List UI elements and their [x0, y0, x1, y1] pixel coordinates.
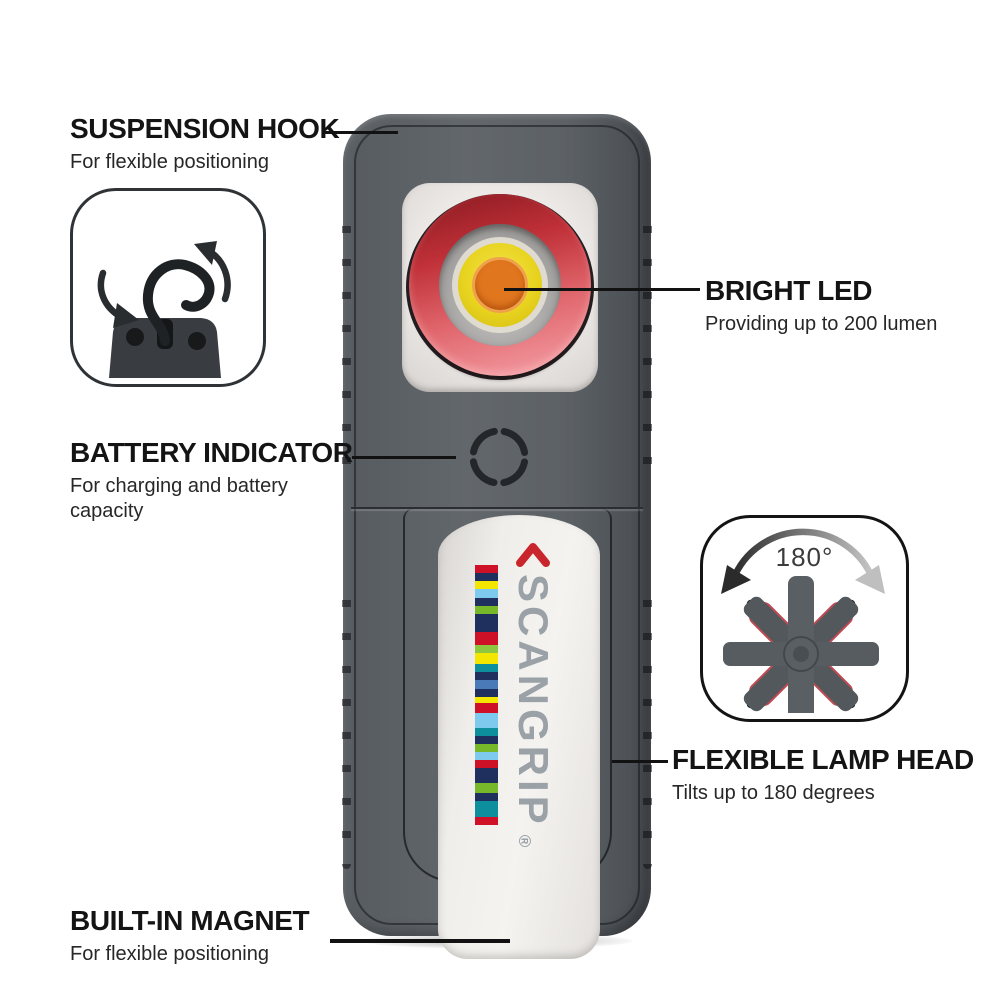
grip-ridges-right-head — [643, 200, 652, 475]
callout-title: BUILT-IN MAGNET — [70, 905, 310, 936]
callout-built-in-magnet: BUILT-IN MAGNET For flexible positioning — [70, 905, 310, 967]
grip-ridges-right-handle — [643, 574, 652, 869]
logo-stripe — [475, 735, 498, 744]
logo-stripe — [475, 680, 498, 689]
callout-title: FLEXIBLE LAMP HEAD — [672, 744, 974, 775]
brand-panel: SCANGRIP ® — [438, 515, 600, 959]
logo-stripe — [475, 751, 498, 760]
logo-stripe — [475, 605, 498, 614]
logo-stripe — [475, 597, 498, 606]
logo-stripe — [475, 782, 498, 793]
registered-mark: ® — [515, 834, 534, 848]
callout-subtitle: Tilts up to 180 degrees — [672, 782, 875, 805]
logo-stripe — [475, 565, 498, 574]
grip-ridges-left-head — [342, 200, 351, 475]
rotation-illustration-box: 180° — [700, 515, 909, 722]
rotation-icon — [721, 528, 885, 719]
brand-name: SCANGRIP — [510, 574, 557, 828]
work-lamp: SCANGRIP ® — [342, 114, 652, 959]
logo-stripe — [475, 727, 498, 736]
logo-stripe — [475, 792, 498, 801]
callout-subtitle: For flexible positioning — [70, 943, 269, 966]
logo-stripe — [475, 760, 498, 769]
logo-stripe — [475, 672, 498, 681]
logo-stripe — [475, 768, 498, 783]
led-core — [472, 257, 528, 313]
callout-battery-indicator: BATTERY INDICATOR For charging and batte… — [70, 438, 353, 524]
logo-stripe — [475, 644, 498, 653]
grip-ridges-left-handle — [342, 574, 351, 869]
battery-indicator-icon — [469, 427, 529, 487]
callout-line-suspension-hook — [322, 131, 398, 134]
hook-illustration-box — [70, 188, 266, 387]
body-seam — [351, 507, 643, 509]
callout-subtitle: For flexible positioning — [70, 151, 269, 174]
logo-stripe — [475, 589, 498, 598]
callout-line-flexible-lamp-head — [612, 760, 668, 763]
logo-stripe — [475, 573, 498, 582]
logo-stripe — [475, 696, 498, 704]
callout-line-bright-led — [504, 288, 700, 291]
callout-line-built-in-magnet — [330, 939, 510, 943]
callout-suspension-hook: SUSPENSION HOOK For flexible positioning — [70, 113, 340, 175]
callout-title: BATTERY INDICATOR — [70, 437, 353, 468]
callout-line-battery-indicator — [352, 456, 456, 459]
logo-stripe — [475, 800, 498, 817]
logo-stripe — [475, 688, 498, 697]
logo-stripe — [475, 664, 498, 673]
rotation-degrees-label: 180° — [775, 542, 834, 572]
logo-stripe — [475, 652, 498, 665]
callout-title: BRIGHT LED — [705, 275, 873, 306]
callout-flexible-lamp-head: FLEXIBLE LAMP HEAD Tilts up to 180 degre… — [672, 745, 974, 806]
logo-stripe — [475, 581, 498, 590]
logo-stripe — [475, 703, 498, 713]
brand-chevron-icon — [516, 543, 550, 567]
logo-stripe — [475, 631, 498, 645]
callout-subtitle: Providing up to 200 lumen — [705, 313, 938, 336]
logo-stripe — [475, 712, 498, 728]
logo-stripe — [475, 816, 498, 825]
logo-stripe-bar — [475, 565, 498, 825]
logo-stripe — [475, 743, 498, 752]
callout-title: SUSPENSION HOOK — [70, 113, 340, 144]
callout-bright-led: BRIGHT LED Providing up to 200 lumen — [705, 276, 937, 337]
brand-logo-rotated: SCANGRIP ® — [510, 541, 557, 848]
hook-icon — [97, 241, 231, 378]
callout-subtitle: For charging and battery capacity — [70, 475, 288, 523]
logo-stripe — [475, 613, 498, 632]
